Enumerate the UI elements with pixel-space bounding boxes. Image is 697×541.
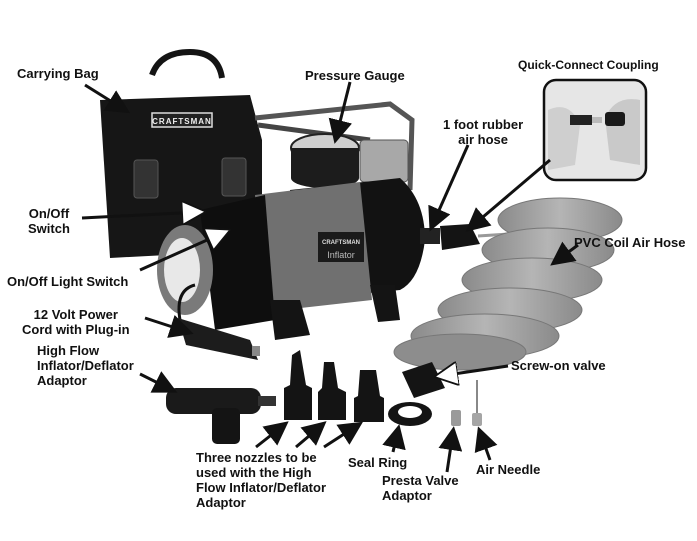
seal-ring (388, 402, 432, 426)
body-product-label: Inflator (327, 250, 355, 260)
callout-arrows (81, 81, 579, 473)
label-rubber-hose: 1 foot rubber air hose (443, 117, 524, 147)
nozzles (284, 350, 384, 422)
bag-brand-badge: CRAFTSMAN (152, 117, 212, 126)
label-quick-connect: Quick-Connect Coupling (518, 58, 659, 72)
label-light-switch: On/Off Light Switch (7, 274, 129, 289)
label-presta: Presta Valve Adaptor (382, 473, 459, 503)
label-hf-adaptor: High Flow Inflator/Deflator Adaptor (37, 343, 134, 388)
pvc-coil-hose (393, 197, 623, 371)
label-pressure-gauge: Pressure Gauge (305, 68, 405, 83)
label-nozzles: Three nozzles to be used with the High F… (196, 450, 326, 510)
label-power-cord: 12 Volt Power Cord with Plug-in (22, 307, 130, 337)
label-screw-valve: Screw-on valve (511, 358, 606, 373)
quick-connect-inset (542, 78, 648, 182)
power-plug (178, 318, 260, 360)
high-flow-adaptor (166, 388, 276, 444)
compressor-body: CRAFTSMAN Inflator (157, 178, 425, 340)
body-brand-badge: CRAFTSMAN (322, 240, 360, 246)
label-pvc-hose: PVC Coil Air Hose (574, 235, 686, 250)
air-needle (472, 380, 482, 426)
label-on-off-switch: On/Off Switch (28, 206, 70, 236)
label-carrying-bag: Carrying Bag (17, 66, 99, 81)
presta-valve-adaptor (451, 410, 461, 426)
label-air-needle: Air Needle (476, 462, 541, 477)
label-seal-ring: Seal Ring (348, 455, 408, 470)
